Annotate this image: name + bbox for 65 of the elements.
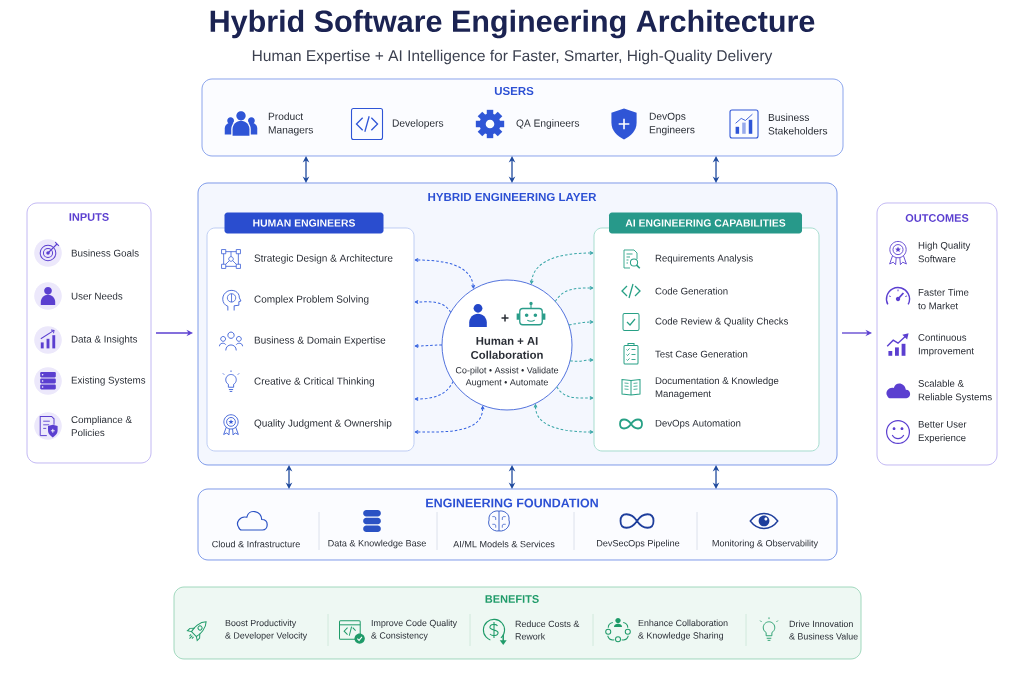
dashed-arrow xyxy=(414,380,454,401)
dashed-double-arrow xyxy=(414,405,485,434)
hub-title: Human + AI Collaboration xyxy=(471,337,543,359)
double-arrow xyxy=(508,465,516,489)
dashed-arrow xyxy=(568,320,594,326)
item-label: Reduce Costs & Rework xyxy=(515,620,580,640)
double-arrow xyxy=(712,156,720,183)
dashed-arrow xyxy=(414,300,452,313)
item-label: Existing Systems xyxy=(71,376,146,386)
dashed-arrow xyxy=(554,286,594,302)
dashed-arrow xyxy=(556,386,594,400)
panel-heading: HYBRID ENGINEERING LAYER xyxy=(428,192,597,202)
item-label: Complex Problem Solving xyxy=(254,295,369,305)
panel-heading: OUTCOMES xyxy=(905,214,969,222)
item-label: DevOps Engineers xyxy=(649,112,695,136)
item-label: QA Engineers xyxy=(516,119,580,129)
item-label: Faster Time to Market xyxy=(918,288,969,310)
item-label: Drive Innovation & Business Value xyxy=(789,620,858,640)
section-tab: AI ENGINEERING CAPABILITIES xyxy=(609,212,802,234)
item-label: Strategic Design & Architecture xyxy=(254,254,393,264)
item-label: Compliance & Policies xyxy=(71,415,132,437)
panel-heading: ENGINEERING FOUNDATION xyxy=(426,498,598,508)
item-label: DevSecOps Pipeline xyxy=(597,539,680,549)
item-label: Boost Productivity & Developer Velocity xyxy=(225,619,308,641)
item-label: Cloud & Infrastructure xyxy=(212,540,300,548)
item-label: High Quality Software xyxy=(918,241,971,263)
section-tab: HUMAN ENGINEERS xyxy=(224,212,384,234)
item-label: Quality Judgment & Ownership xyxy=(254,419,392,429)
double-arrow xyxy=(712,465,720,489)
double-arrow xyxy=(285,465,293,489)
hub-subtitle: Co-pilot • Assist • Validate Augment • Automate xyxy=(455,366,559,388)
dashed-double-arrow xyxy=(533,403,594,434)
item-label: Developers xyxy=(392,119,444,129)
item-label: Improve Code Quality & Consistency xyxy=(371,619,458,641)
item-label: Documentation & Knowledge Management xyxy=(655,377,779,399)
item-label: Scalable & Reliable Systems xyxy=(918,379,992,403)
item-label: Enhance Collaboration & Knowledge Sharing xyxy=(638,619,728,641)
panel-heading: USERS xyxy=(494,86,534,96)
item-label: Monitoring & Observability xyxy=(712,539,819,549)
item-label: DevOps Automation xyxy=(655,419,741,429)
title: Hybrid Software Engineering Architecture xyxy=(210,9,815,39)
item-label: Code Generation xyxy=(655,287,728,295)
item-label: Continuous Improvement xyxy=(918,333,974,357)
item-label: Test Case Generation xyxy=(655,350,748,358)
panel-heading: INPUTS xyxy=(69,213,109,221)
item-label: Requirements Analysis xyxy=(655,254,753,264)
item-label: AI/ML Models & Services xyxy=(453,540,555,548)
dashed-arrow xyxy=(569,358,594,362)
dashed-arrow xyxy=(414,344,443,348)
item-label: Data & Insights xyxy=(71,335,138,345)
double-arrow xyxy=(302,156,310,183)
item-label: Business Stakeholders xyxy=(768,113,828,135)
item-label: User Needs xyxy=(71,292,123,300)
item-label: Better User Experience xyxy=(918,420,967,444)
dashed-double-arrow xyxy=(529,251,594,285)
item-label: Code Review & Quality Checks xyxy=(655,317,789,327)
item-label: Data & Knowledge Base xyxy=(328,539,426,549)
item-label: Business Goals xyxy=(71,249,139,257)
item-label: Creative & Critical Thinking xyxy=(254,377,374,387)
subtitle: Human Expertise + AI Intelligence for Faster, Smarter, High-Quality Delivery xyxy=(252,49,773,65)
panel-heading: BENEFITS xyxy=(485,595,539,603)
double-arrow xyxy=(508,156,516,183)
item-label: Product Managers xyxy=(268,112,313,136)
item-label: Business & Domain Expertise xyxy=(254,336,386,346)
dashed-double-arrow xyxy=(414,258,476,289)
